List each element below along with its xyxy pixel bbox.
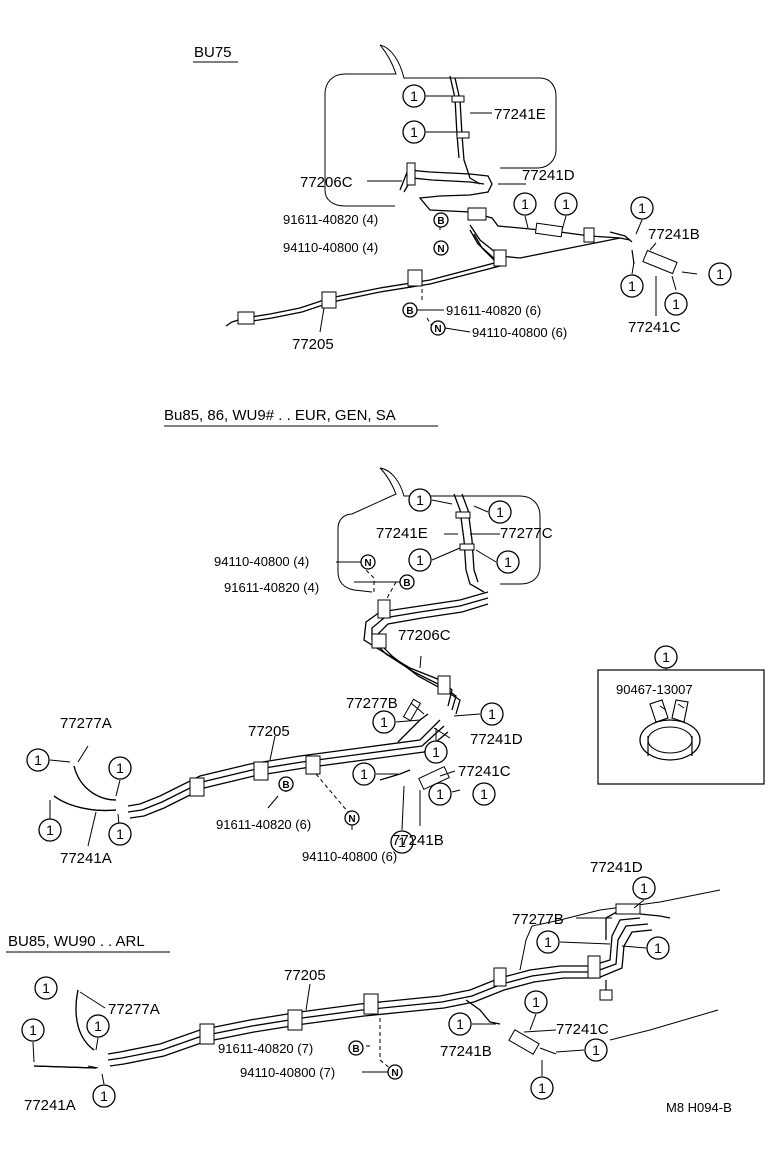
svg-text:1: 1	[116, 826, 124, 842]
label-77241A: 77241A	[60, 850, 112, 867]
label-77241A: 77241A	[24, 1097, 76, 1114]
label-77241C: 77241C	[458, 763, 511, 780]
label-77241D: 77241D	[522, 167, 575, 184]
svg-text:1: 1	[496, 504, 504, 520]
svg-text:1: 1	[544, 934, 552, 950]
label-77241C: 77241C	[556, 1021, 609, 1038]
section-bu75: BU75	[193, 44, 732, 353]
svg-text:1: 1	[562, 196, 570, 212]
label-77205: 77205	[248, 723, 290, 740]
label-77205: 77205	[284, 967, 326, 984]
label-77277B: 77277B	[346, 695, 398, 712]
label-77277A: 77277A	[108, 1001, 160, 1018]
svg-text:1: 1	[456, 1016, 464, 1032]
label-77241E: 77241E	[494, 106, 546, 123]
section-bu85-86: Bu85, 86, WU9# . . EUR, GEN, SA	[26, 407, 765, 867]
svg-text:1: 1	[432, 744, 440, 760]
svg-text:B: B	[403, 578, 410, 589]
svg-text:1: 1	[716, 266, 724, 282]
svg-text:1: 1	[360, 766, 368, 782]
svg-text:N: N	[364, 558, 371, 569]
label-nut-4: 94110-40800 (4)	[283, 240, 378, 255]
svg-text:1: 1	[34, 752, 42, 768]
label-77241B: 77241B	[440, 1043, 492, 1060]
label-nut-6: 94110-40800 (6)	[472, 325, 567, 340]
label-bolt-4: 91611-40820 (4)	[283, 212, 378, 227]
label-77206C: 77206C	[398, 627, 451, 644]
label-bolt-6: 91611-40820 (6)	[216, 817, 311, 832]
inset-part-number: 90467-13007	[616, 682, 693, 697]
svg-text:1: 1	[94, 1018, 102, 1034]
section-title-bu85-86: Bu85, 86, WU9# . . EUR, GEN, SA	[164, 407, 396, 424]
label-77241C: 77241C	[628, 319, 681, 336]
label-77277B: 77277B	[512, 911, 564, 928]
svg-text:1: 1	[436, 786, 444, 802]
svg-text:N: N	[391, 1068, 398, 1079]
svg-text:B: B	[437, 216, 444, 227]
hose-clip-icon	[639, 699, 701, 761]
label-77277C: 77277C	[500, 525, 553, 542]
label-nut-7: 94110-40800 (7)	[240, 1065, 335, 1080]
label-nut-6: 94110-40800 (6)	[302, 849, 397, 864]
svg-text:1: 1	[488, 706, 496, 722]
svg-text:1: 1	[29, 1022, 37, 1038]
svg-text:B: B	[406, 306, 413, 317]
label-77205: 77205	[292, 336, 334, 353]
svg-text:1: 1	[410, 124, 418, 140]
svg-text:1: 1	[638, 200, 646, 216]
svg-text:1: 1	[672, 296, 680, 312]
svg-text:N: N	[434, 324, 441, 335]
svg-text:1: 1	[42, 980, 50, 996]
svg-text:1: 1	[628, 278, 636, 294]
label-77241E: 77241E	[376, 525, 428, 542]
label-77241D: 77241D	[470, 731, 523, 748]
svg-text:1: 1	[100, 1088, 108, 1104]
label-bolt-7: 91611-40820 (7)	[218, 1041, 313, 1056]
svg-text:B: B	[352, 1044, 359, 1055]
svg-text:B: B	[282, 780, 289, 791]
svg-text:1: 1	[654, 940, 662, 956]
label-77206C: 77206C	[300, 174, 353, 191]
svg-text:1: 1	[532, 994, 540, 1010]
diagram-code: M8 H094-B	[666, 1100, 732, 1115]
label-77241B: 77241B	[648, 226, 700, 243]
section-title-bu75: BU75	[194, 44, 232, 61]
svg-text:1: 1	[538, 1080, 546, 1096]
svg-text:1: 1	[640, 880, 648, 896]
svg-text:1: 1	[46, 822, 54, 838]
clip-inset: 1 90467-13007	[597, 645, 765, 785]
svg-text:1: 1	[521, 196, 529, 212]
svg-text:1: 1	[592, 1042, 600, 1058]
section-bu85-wu90-arl: BU85, WU90 . . ARL	[6, 859, 721, 1114]
label-77277A: 77277A	[60, 715, 112, 732]
svg-text:1: 1	[398, 834, 406, 850]
svg-text:1: 1	[480, 786, 488, 802]
label-bolt-4: 91611-40820 (4)	[224, 580, 319, 595]
label-nut-4: 94110-40800 (4)	[214, 554, 309, 569]
svg-text:1: 1	[662, 649, 670, 665]
label-77241D: 77241D	[590, 859, 643, 876]
svg-text:N: N	[437, 244, 444, 255]
svg-text:1: 1	[416, 492, 424, 508]
svg-text:N: N	[348, 814, 355, 825]
svg-text:1: 1	[410, 88, 418, 104]
svg-text:1: 1	[416, 552, 424, 568]
svg-text:1: 1	[116, 760, 124, 776]
svg-text:1: 1	[380, 714, 388, 730]
section-title-bu85-wu90: BU85, WU90 . . ARL	[8, 933, 145, 950]
svg-text:1: 1	[504, 554, 512, 570]
label-bolt-6: 91611-40820 (6)	[446, 303, 541, 318]
label-77241B: 77241B	[392, 832, 444, 849]
